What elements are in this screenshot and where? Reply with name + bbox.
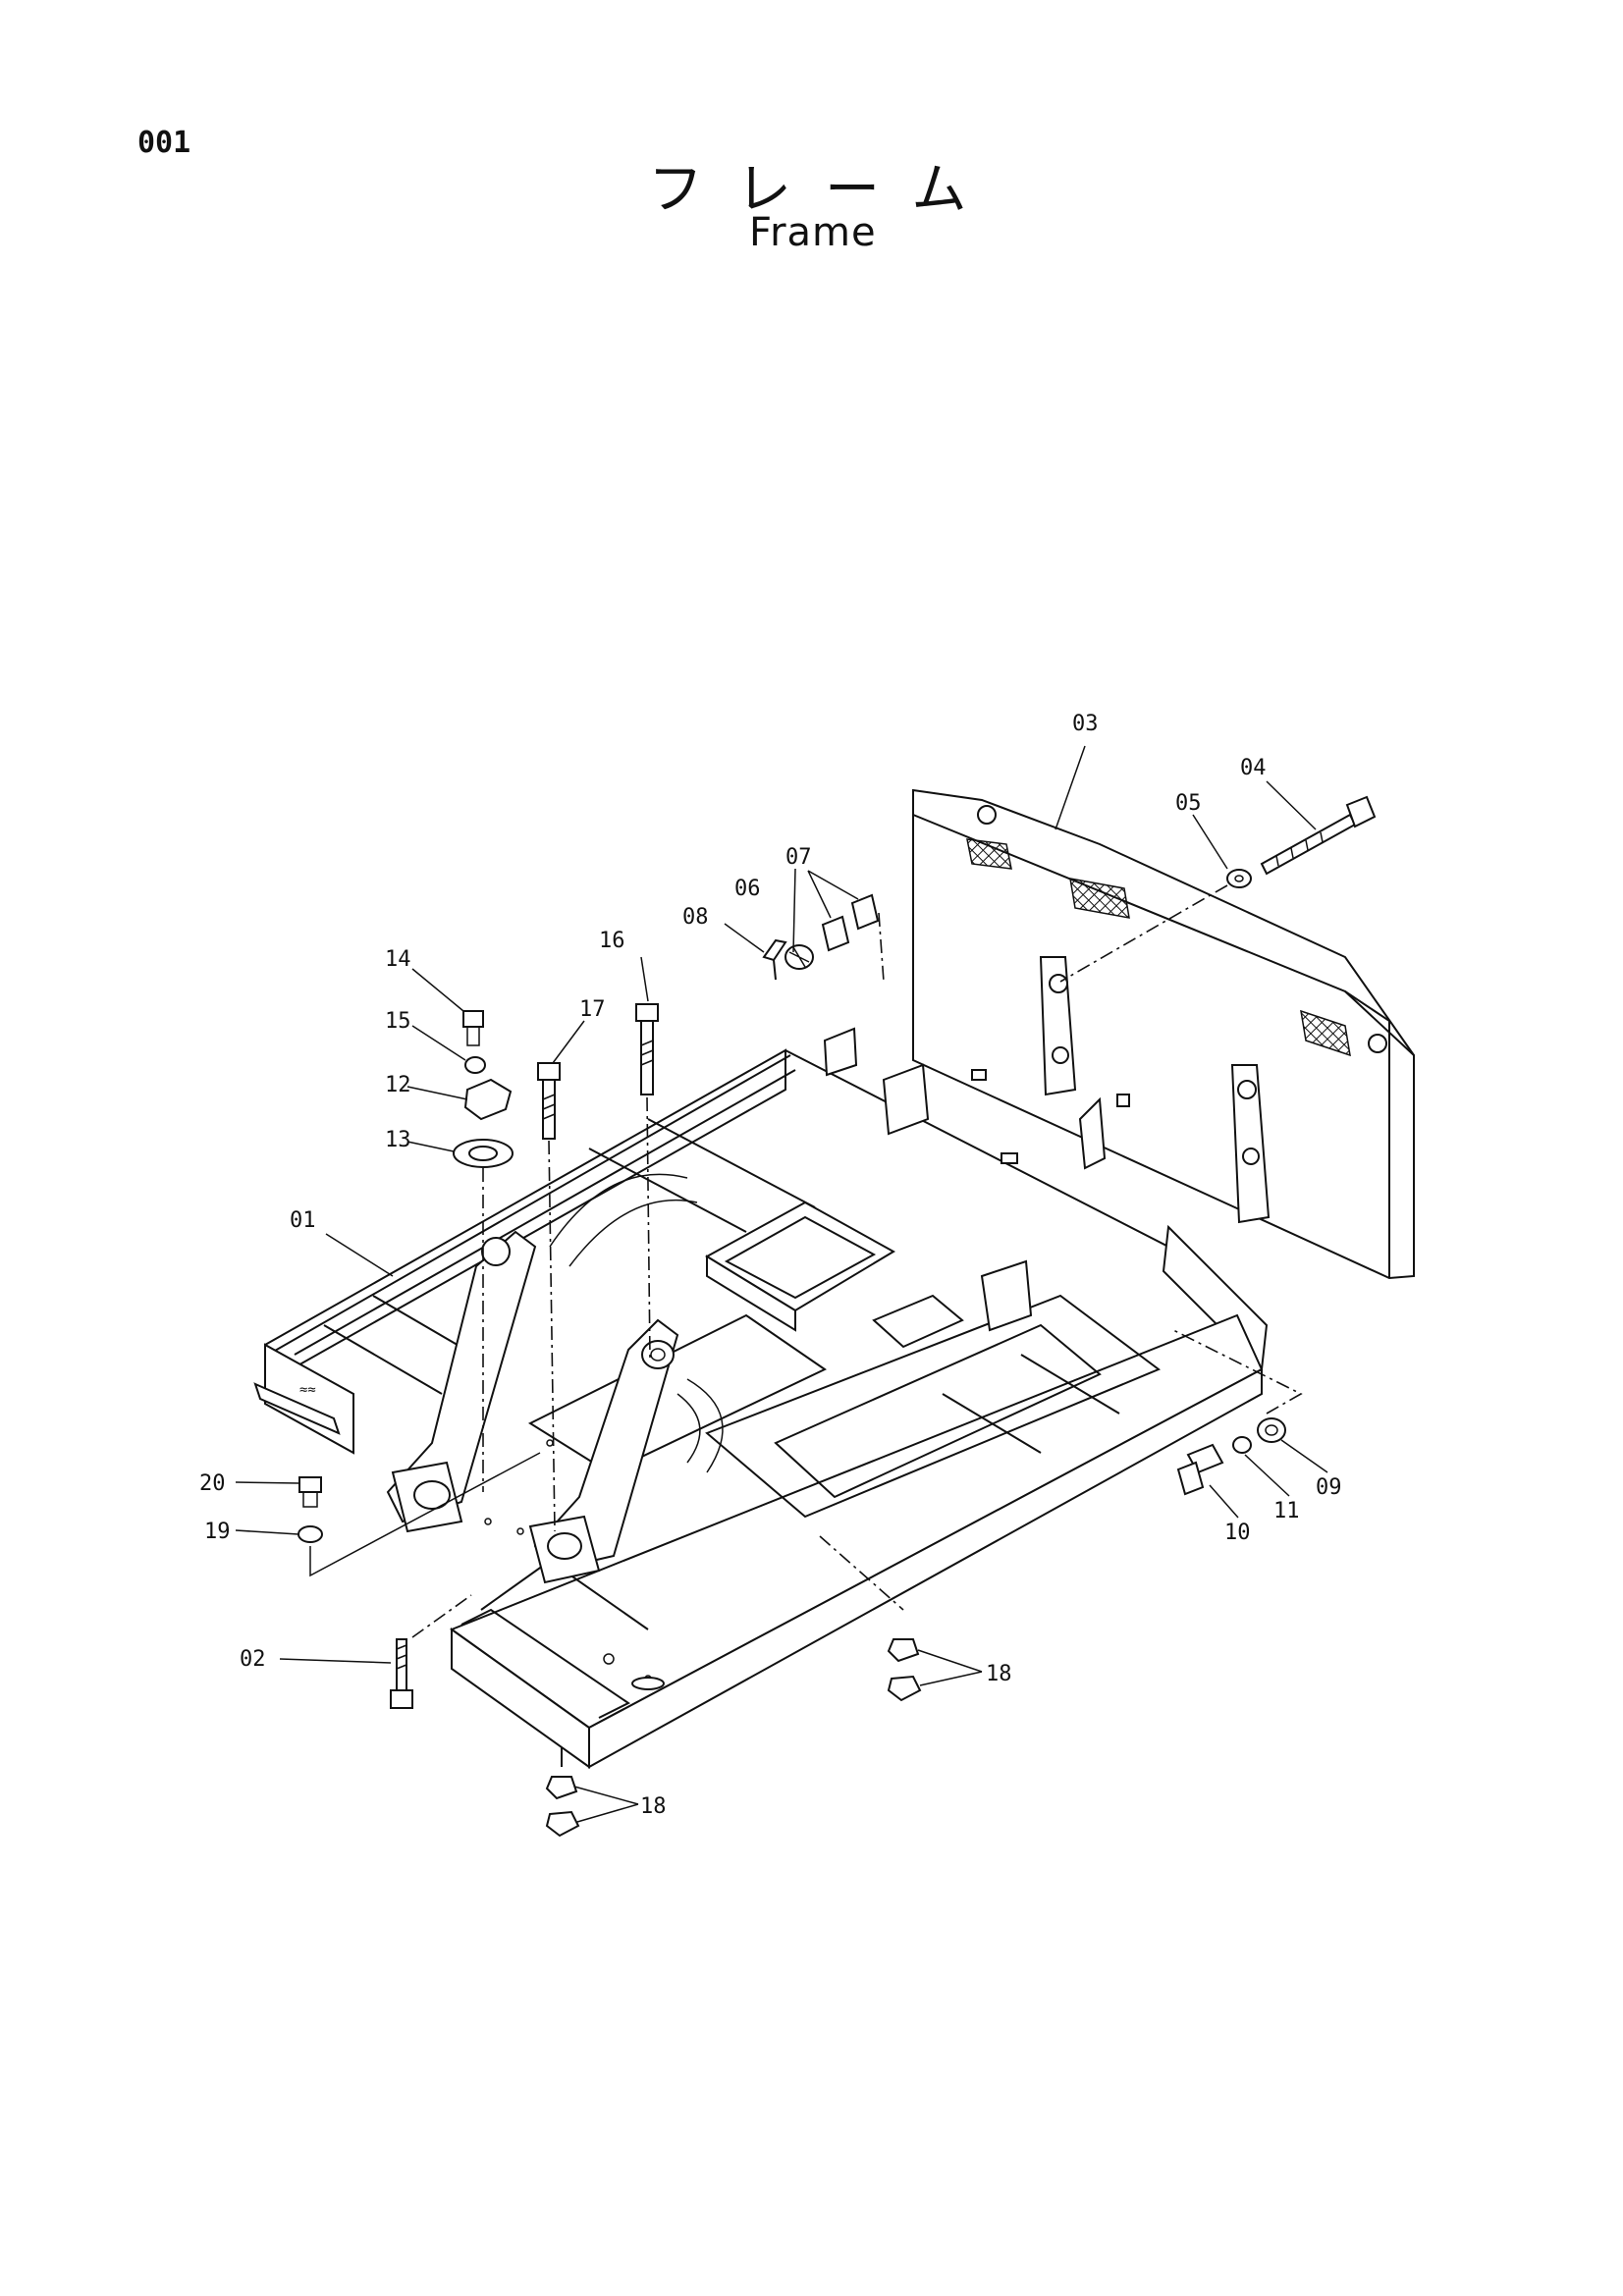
- callout-01: 01: [290, 1208, 316, 1233]
- callout-08: 08: [682, 905, 709, 930]
- hardware-16: [635, 1003, 659, 1361]
- callout-04: 04: [1240, 756, 1267, 780]
- title-english: Frame: [749, 210, 877, 255]
- pin-clip-parts: [762, 893, 885, 983]
- hardware-14-15-12-13: [453, 1010, 514, 1492]
- callout-12: 12: [385, 1073, 411, 1097]
- hardware-18-bottom: [545, 1747, 580, 1838]
- callout-09: 09: [1316, 1475, 1342, 1500]
- callout-17: 17: [579, 997, 606, 1022]
- callout-19: 19: [204, 1520, 231, 1544]
- callout-03: 03: [1072, 712, 1099, 736]
- callout-18-bottom: 18: [640, 1794, 667, 1819]
- title-japanese: フレーム: [648, 158, 1001, 222]
- hardware-02: [390, 1594, 472, 1709]
- hardware-17: [537, 1062, 561, 1532]
- callout-15: 15: [385, 1009, 411, 1034]
- callout-16: 16: [599, 929, 625, 953]
- counterweight: [912, 788, 1415, 1280]
- callout-02: 02: [240, 1647, 266, 1672]
- leader-lines: [235, 745, 1328, 1823]
- hardware-19-20: [298, 1452, 541, 1577]
- callout-18-right: 18: [986, 1662, 1012, 1686]
- main-frame: ≈≈: [253, 1027, 1269, 1769]
- callout-20: 20: [199, 1471, 226, 1496]
- page-number: 001: [137, 126, 191, 160]
- callout-10: 10: [1224, 1521, 1251, 1545]
- callout-05: 05: [1175, 791, 1202, 816]
- counterweight-bolt: [1059, 795, 1377, 983]
- callout-14: 14: [385, 947, 411, 972]
- callout-labels: 01 02 03 04 05 06 07 08 09 10 11 12 13 1…: [199, 712, 1342, 1819]
- hardware-18-right: [819, 1535, 922, 1702]
- callout-11: 11: [1273, 1499, 1300, 1523]
- callout-13: 13: [385, 1128, 411, 1152]
- callout-07: 07: [785, 845, 812, 870]
- svg-text:≈≈: ≈≈: [299, 1382, 316, 1398]
- hardware-09-10-11: [1172, 1329, 1303, 1496]
- callout-06: 06: [734, 877, 761, 901]
